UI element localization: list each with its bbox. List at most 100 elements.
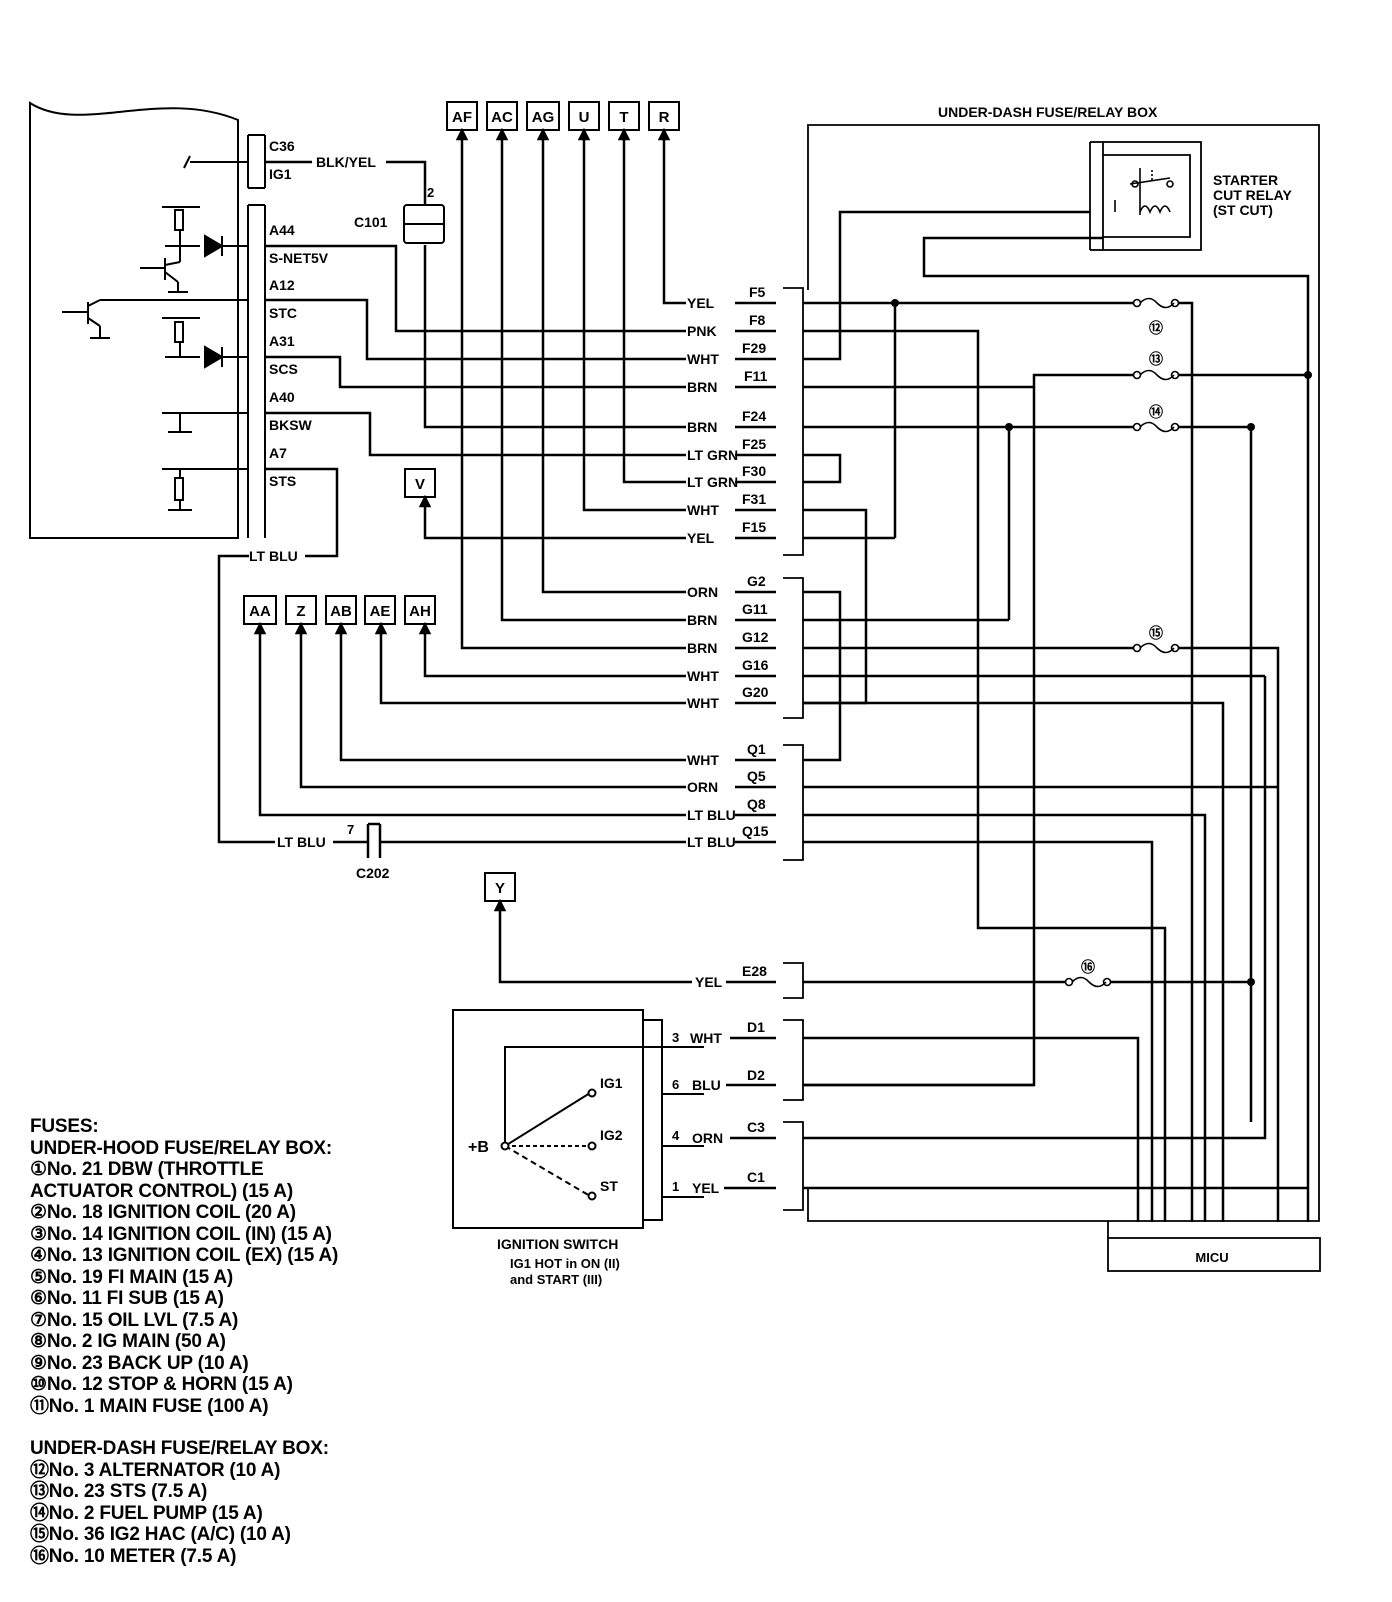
legend-item: ⑪No. 1 MAIN FUSE (100 A) bbox=[30, 1395, 269, 1417]
svg-text:Q8: Q8 bbox=[747, 796, 766, 812]
legend-item: ⑦No. 15 OIL LVL (7.5 A) bbox=[30, 1309, 239, 1331]
connector-ac: AC bbox=[486, 101, 518, 131]
svg-text:BRN: BRN bbox=[687, 419, 717, 435]
ecm-module bbox=[29, 101, 266, 539]
svg-text:LT GRN: LT GRN bbox=[687, 447, 738, 463]
legend-item: ⑬No. 23 STS (7.5 A) bbox=[30, 1481, 208, 1502]
svg-text:F8: F8 bbox=[749, 312, 766, 328]
wire-lt-blu-ecm: LT BLU bbox=[249, 548, 298, 564]
svg-text:IG1 HOT in ON (II): IG1 HOT in ON (II) bbox=[510, 1256, 620, 1271]
svg-text:WHT: WHT bbox=[690, 1030, 722, 1046]
top-connectors: AF AC AG U T R bbox=[446, 101, 680, 131]
ecm-pin-a31: A31 bbox=[269, 333, 295, 349]
svg-text:T: T bbox=[619, 109, 628, 126]
ecm-pin-scs: SCS bbox=[269, 361, 298, 377]
svg-text:BRN: BRN bbox=[687, 379, 717, 395]
legend-item: ⑧No. 2 IG MAIN (50 A) bbox=[30, 1331, 226, 1352]
ecm-pin-ig1: IG1 bbox=[269, 166, 292, 182]
c202-connector bbox=[366, 822, 382, 858]
legend-under-hood-title: UNDER-HOOD FUSE/RELAY BOX: bbox=[30, 1137, 333, 1159]
svg-text:IG1: IG1 bbox=[600, 1075, 623, 1091]
wire-blk-yel: BLK/YEL bbox=[316, 154, 376, 170]
svg-text:ORN: ORN bbox=[687, 584, 718, 600]
svg-text:C3: C3 bbox=[747, 1119, 765, 1135]
ignition-labels: 3 6 4 1 IG1 IG2 ST +B IGNITION SWITCH IG… bbox=[468, 1030, 680, 1287]
fuse-12-icon bbox=[1132, 297, 1180, 309]
svg-text:D2: D2 bbox=[747, 1067, 765, 1083]
svg-text:6: 6 bbox=[672, 1077, 679, 1092]
svg-text:E28: E28 bbox=[742, 963, 767, 979]
svg-text:STARTER: STARTER bbox=[1213, 172, 1278, 188]
fuse-13-icon bbox=[1132, 369, 1180, 381]
svg-text:Q5: Q5 bbox=[747, 768, 766, 784]
under-dash-box bbox=[783, 124, 1321, 1272]
connector-y: Y bbox=[484, 872, 516, 902]
legend-heading: FUSES: bbox=[30, 1116, 99, 1137]
ecm-pin-c36: C36 bbox=[269, 138, 295, 154]
legend-item: ③No. 14 IGNITION COIL (IN) (15 A) bbox=[30, 1223, 332, 1245]
svg-text:ORN: ORN bbox=[687, 779, 718, 795]
connector-r: R bbox=[648, 101, 680, 131]
svg-text:YEL: YEL bbox=[695, 974, 723, 990]
legend-item: ⑤No. 19 FI MAIN (15 A) bbox=[30, 1266, 234, 1288]
ecm-pin-bksw: BKSW bbox=[269, 417, 313, 433]
fuse-box-title: UNDER-DASH FUSE/RELAY BOX bbox=[938, 104, 1158, 120]
svg-text:AH: AH bbox=[409, 603, 431, 620]
svg-text:YEL: YEL bbox=[687, 530, 715, 546]
svg-text:AE: AE bbox=[370, 603, 391, 620]
svg-text:LT BLU: LT BLU bbox=[687, 807, 736, 823]
svg-text:Q1: Q1 bbox=[747, 741, 766, 757]
svg-text:4: 4 bbox=[672, 1128, 680, 1143]
fuse-15-icon bbox=[1132, 642, 1180, 654]
fuse-14-icon bbox=[1132, 421, 1180, 433]
svg-text:and START (III): and START (III) bbox=[510, 1272, 602, 1287]
svg-text:G11: G11 bbox=[742, 601, 768, 617]
svg-text:F31: F31 bbox=[742, 491, 766, 507]
ecm-pin-stc: STC bbox=[269, 305, 297, 321]
legend-under-dash-title: UNDER-DASH FUSE/RELAY BOX: bbox=[30, 1438, 329, 1459]
svg-text:AG: AG bbox=[532, 109, 555, 126]
svg-text:ORN: ORN bbox=[692, 1130, 723, 1146]
svg-text:⑫: ⑫ bbox=[1149, 320, 1163, 336]
svg-text:LT GRN: LT GRN bbox=[687, 474, 738, 490]
wire-to-y bbox=[493, 898, 692, 984]
svg-text:AB: AB bbox=[330, 603, 352, 620]
svg-text:G20: G20 bbox=[742, 684, 769, 700]
svg-text:IG2: IG2 bbox=[600, 1127, 623, 1143]
svg-text:F30: F30 bbox=[742, 463, 766, 479]
svg-text:WHT: WHT bbox=[687, 695, 719, 711]
ecm-pin-sts: STS bbox=[269, 473, 296, 489]
svg-text:G2: G2 bbox=[747, 573, 766, 589]
legend-item: ⑯No. 10 METER (7.5 A) bbox=[30, 1545, 237, 1567]
c101-connector bbox=[403, 204, 445, 244]
svg-text:Q15: Q15 bbox=[742, 823, 769, 839]
svg-text:V: V bbox=[415, 476, 425, 493]
connector-v: V bbox=[404, 468, 436, 498]
mid-connectors: AA Z AB AE AH bbox=[243, 595, 436, 625]
svg-text:⑭: ⑭ bbox=[1149, 404, 1163, 420]
ecm-pin-labels: C36 IG1 A44 S-NET5V A12 STC A31 SCS A40 … bbox=[269, 138, 329, 489]
svg-text:D1: D1 bbox=[747, 1019, 765, 1035]
ecm-internal-circuit bbox=[62, 155, 248, 511]
svg-text:AA: AA bbox=[249, 603, 271, 620]
legend-item: ②No. 18 IGNITION COIL (20 A) bbox=[30, 1202, 296, 1223]
svg-text:C1: C1 bbox=[747, 1169, 765, 1185]
legend-item: ACTUATOR CONTROL) (15 A) bbox=[30, 1180, 293, 1202]
svg-text:Z: Z bbox=[296, 603, 305, 620]
svg-text:⑯: ⑯ bbox=[1081, 959, 1095, 975]
ignition-switch bbox=[452, 1009, 704, 1229]
svg-text:F5: F5 bbox=[749, 284, 766, 300]
svg-text:LT BLU: LT BLU bbox=[687, 834, 736, 850]
connector-ab: AB bbox=[325, 595, 357, 625]
svg-text:U: U bbox=[579, 109, 590, 126]
svg-text:AC: AC bbox=[491, 109, 513, 126]
legend-item: ⑨No. 23 BACK UP (10 A) bbox=[30, 1352, 249, 1374]
svg-text:CUT RELAY: CUT RELAY bbox=[1213, 187, 1292, 203]
legend-item: ⑥No. 11 FI SUB (15 A) bbox=[30, 1288, 224, 1309]
connector-aa: AA bbox=[243, 595, 277, 625]
wire-to-v bbox=[418, 494, 686, 540]
connector-ae: AE bbox=[364, 595, 396, 625]
svg-text:WHT: WHT bbox=[687, 752, 719, 768]
